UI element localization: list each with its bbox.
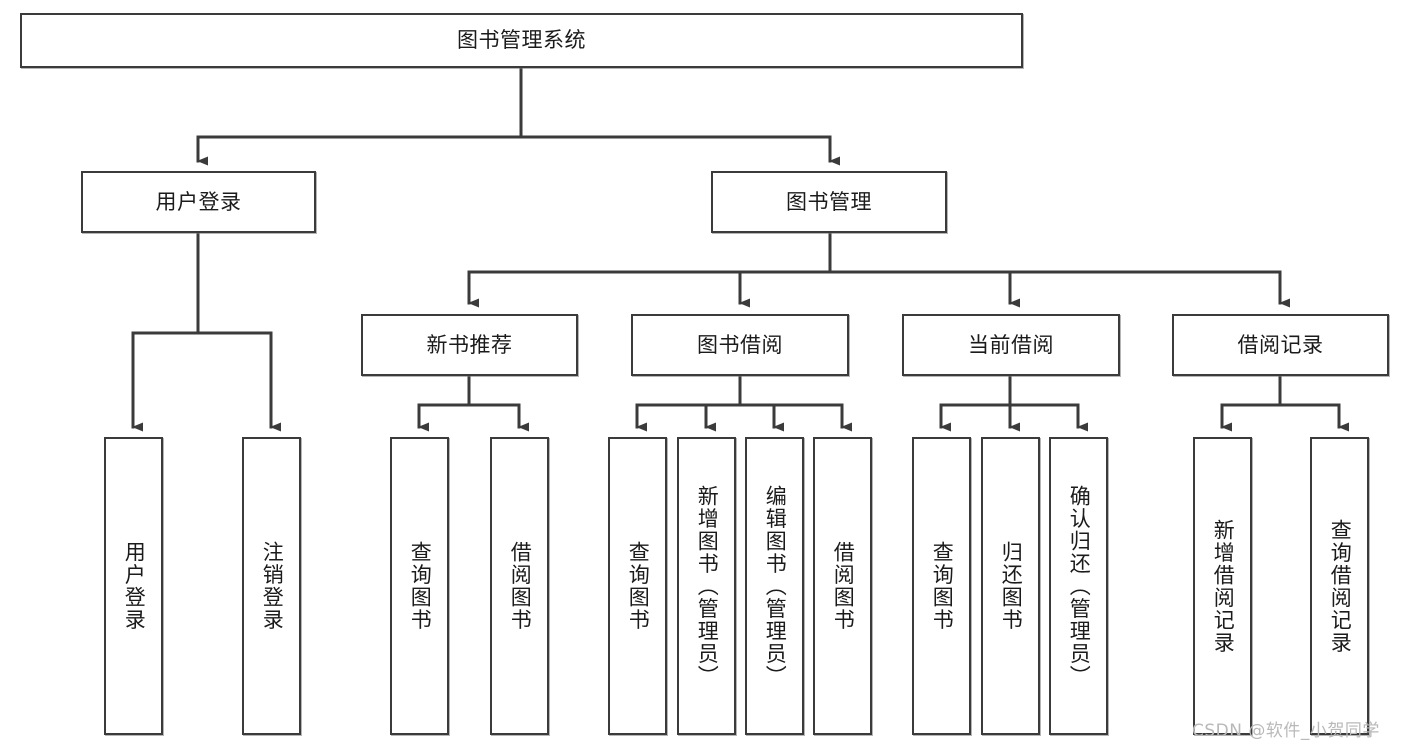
- node-book-borrow[interactable]: 图书借阅: [631, 314, 849, 376]
- node-leaf-query-record-label: 查询借阅记录: [1328, 518, 1353, 654]
- node-current-borrow-label: 当前借阅: [968, 332, 1054, 357]
- node-leaf-borrow-book-1[interactable]: 借阅图书: [490, 437, 549, 735]
- node-leaf-return-book-label: 归还图书: [999, 541, 1024, 631]
- node-leaf-edit-book-label: 编辑图书（管理员）: [763, 484, 788, 688]
- node-leaf-edit-book[interactable]: 编辑图书（管理员）: [745, 437, 804, 735]
- node-book-manage[interactable]: 图书管理: [711, 171, 947, 233]
- node-user-login[interactable]: 用户登录: [81, 171, 316, 233]
- watermark: CSDN @软件_小贺同学: [1192, 721, 1380, 741]
- node-leaf-confirm-return[interactable]: 确认归还（管理员）: [1049, 437, 1108, 735]
- node-new-book-rec[interactable]: 新书推荐: [361, 314, 578, 376]
- node-leaf-logout-login[interactable]: 注销登录: [242, 437, 301, 735]
- node-leaf-return-book[interactable]: 归还图书: [981, 437, 1040, 735]
- node-new-book-rec-label: 新书推荐: [426, 332, 513, 357]
- node-leaf-query-book-3[interactable]: 查询图书: [912, 437, 971, 735]
- node-leaf-user-login-label: 用户登录: [122, 541, 147, 631]
- node-root[interactable]: 图书管理系统: [20, 13, 1023, 68]
- node-leaf-query-book-3-label: 查询图书: [930, 541, 955, 631]
- node-current-borrow[interactable]: 当前借阅: [902, 314, 1120, 376]
- node-leaf-add-book[interactable]: 新增图书（管理员）: [677, 437, 736, 735]
- node-root-label: 图书管理系统: [457, 28, 586, 53]
- node-leaf-query-book-2-label: 查询图书: [626, 541, 651, 631]
- node-leaf-query-book-1[interactable]: 查询图书: [390, 437, 449, 735]
- node-leaf-user-login[interactable]: 用户登录: [104, 437, 163, 735]
- node-leaf-borrow-book-2[interactable]: 借阅图书: [813, 437, 872, 735]
- node-borrow-record[interactable]: 借阅记录: [1172, 314, 1389, 376]
- node-book-borrow-label: 图书借阅: [697, 332, 783, 357]
- node-leaf-add-record-label: 新增借阅记录: [1211, 518, 1236, 654]
- node-leaf-borrow-book-2-label: 借阅图书: [831, 541, 856, 631]
- node-user-login-label: 用户登录: [155, 189, 242, 214]
- node-book-manage-label: 图书管理: [786, 189, 872, 214]
- node-leaf-add-record[interactable]: 新增借阅记录: [1193, 437, 1252, 735]
- node-leaf-query-book-1-label: 查询图书: [408, 541, 433, 631]
- node-borrow-record-label: 借阅记录: [1237, 332, 1324, 357]
- node-leaf-query-record[interactable]: 查询借阅记录: [1310, 437, 1369, 735]
- node-leaf-borrow-book-1-label: 借阅图书: [508, 541, 533, 631]
- node-leaf-query-book-2[interactable]: 查询图书: [608, 437, 667, 735]
- node-leaf-logout-login-label: 注销登录: [260, 541, 285, 631]
- node-leaf-confirm-return-label: 确认归还（管理员）: [1067, 484, 1092, 688]
- node-leaf-add-book-label: 新增图书（管理员）: [695, 484, 720, 688]
